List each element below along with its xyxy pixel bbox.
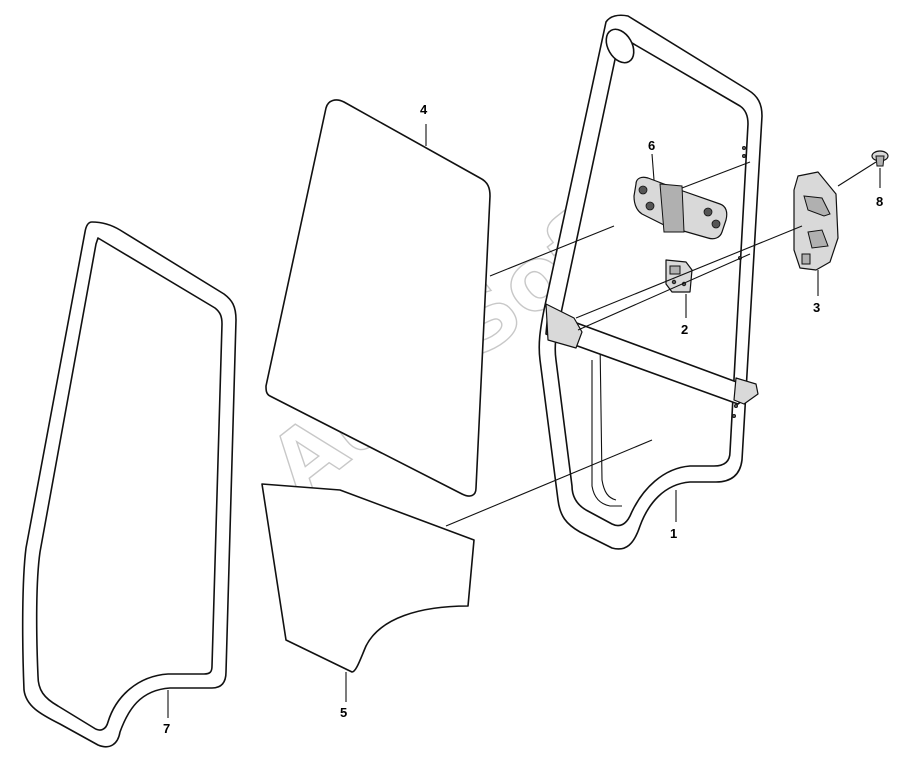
callout-4: 4 (420, 102, 428, 117)
callout-1: 1 (670, 526, 677, 541)
callout-2: 2 (681, 322, 688, 337)
part-6-hinge (633, 176, 728, 240)
callout-labels: 1 2 3 4 5 6 7 8 (163, 102, 883, 736)
leader-lines (167, 124, 881, 718)
part-4-upper-glass (265, 99, 491, 497)
part-1-door-frame (538, 14, 763, 550)
callout-3: 3 (813, 300, 820, 315)
callout-5: 5 (340, 705, 347, 720)
part-8-screw (871, 150, 889, 167)
callout-8: 8 (876, 194, 883, 209)
callout-7: 7 (163, 721, 170, 736)
part-7-door-seal (21, 221, 237, 748)
callout-6: 6 (648, 138, 655, 153)
part-3-lock-bracket (793, 171, 839, 271)
part-5-lower-glass (261, 483, 475, 673)
